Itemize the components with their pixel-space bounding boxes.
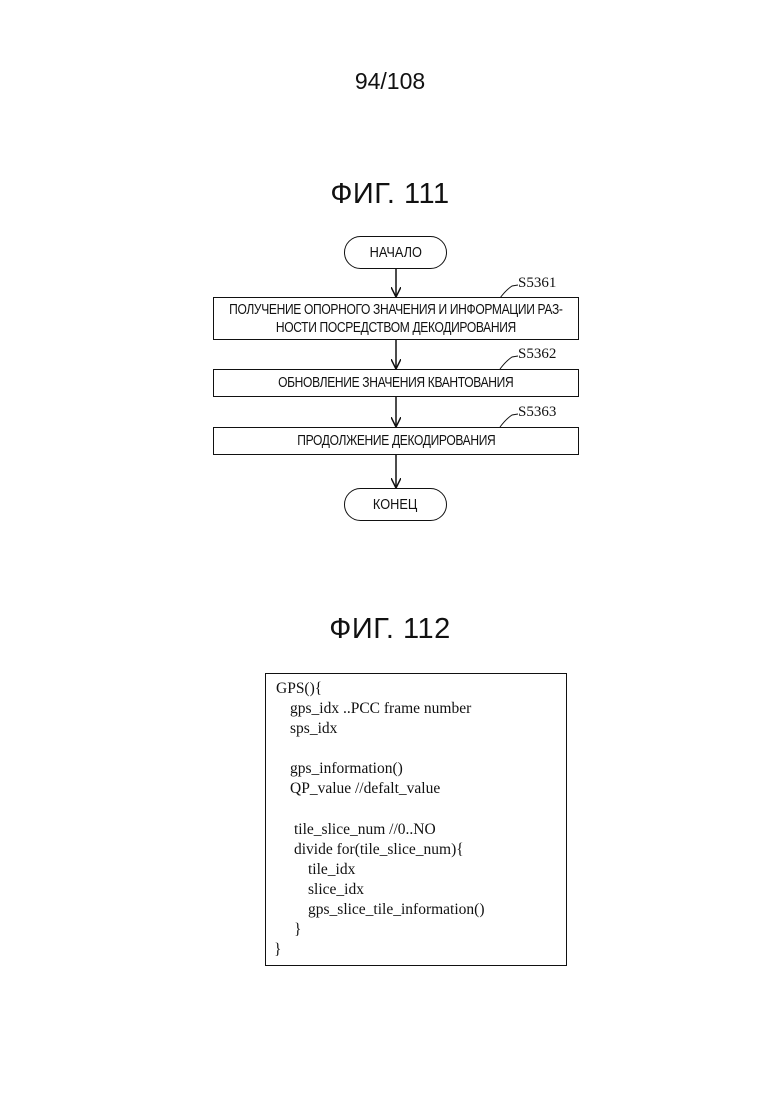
code-line: }	[294, 921, 301, 939]
code-line: gps_idx ..PCC frame number	[290, 700, 471, 718]
process-step-s5361-line1: ПОЛУЧЕНИЕ ОПОРНОГО ЗНАЧЕНИЯ И ИНФОРМАЦИИ…	[229, 301, 562, 319]
code-line: gps_slice_tile_information()	[308, 901, 485, 919]
code-line: tile_idx	[308, 861, 355, 879]
code-line: sps_idx	[290, 720, 337, 738]
code-line: gps_information()	[290, 760, 403, 778]
figure-112-title: ФИГ. 112	[0, 613, 780, 646]
code-line: tile_slice_num //0..NO	[294, 821, 436, 839]
step-label-s5361: S5361	[518, 275, 556, 292]
process-step-s5361: ПОЛУЧЕНИЕ ОПОРНОГО ЗНАЧЕНИЯ И ИНФОРМАЦИИ…	[213, 297, 579, 340]
code-line: QP_value //defalt_value	[290, 780, 440, 798]
code-listing-box: GPS(){ gps_idx ..PCC frame number sps_id…	[265, 673, 567, 966]
step-label-s5363: S5363	[518, 404, 556, 421]
process-step-s5363: ПРОДОЛЖЕНИЕ ДЕКОДИРОВАНИЯ	[213, 427, 579, 455]
start-terminal: НАЧАЛО	[344, 236, 447, 269]
process-step-s5361-line2: НОСТИ ПОСРЕДСТВОМ ДЕКОДИРОВАНИЯ	[229, 319, 562, 337]
process-step-s5362: ОБНОВЛЕНИЕ ЗНАЧЕНИЯ КВАНТОВАНИЯ	[213, 369, 579, 397]
code-line: divide for(tile_slice_num){	[294, 841, 464, 859]
step-label-s5362: S5362	[518, 346, 556, 363]
code-line: GPS(){	[276, 680, 322, 698]
start-label: НАЧАЛО	[369, 244, 421, 261]
process-step-s5362-text: ОБНОВЛЕНИЕ ЗНАЧЕНИЯ КВАНТОВАНИЯ	[278, 374, 513, 392]
leader-s5362	[500, 356, 518, 369]
end-label: КОНЕЦ	[373, 496, 417, 513]
code-line: }	[274, 941, 281, 959]
process-step-s5363-text: ПРОДОЛЖЕНИЕ ДЕКОДИРОВАНИЯ	[297, 432, 495, 450]
leader-s5363	[500, 414, 518, 427]
end-terminal: КОНЕЦ	[344, 488, 447, 521]
code-line: slice_idx	[308, 881, 364, 899]
